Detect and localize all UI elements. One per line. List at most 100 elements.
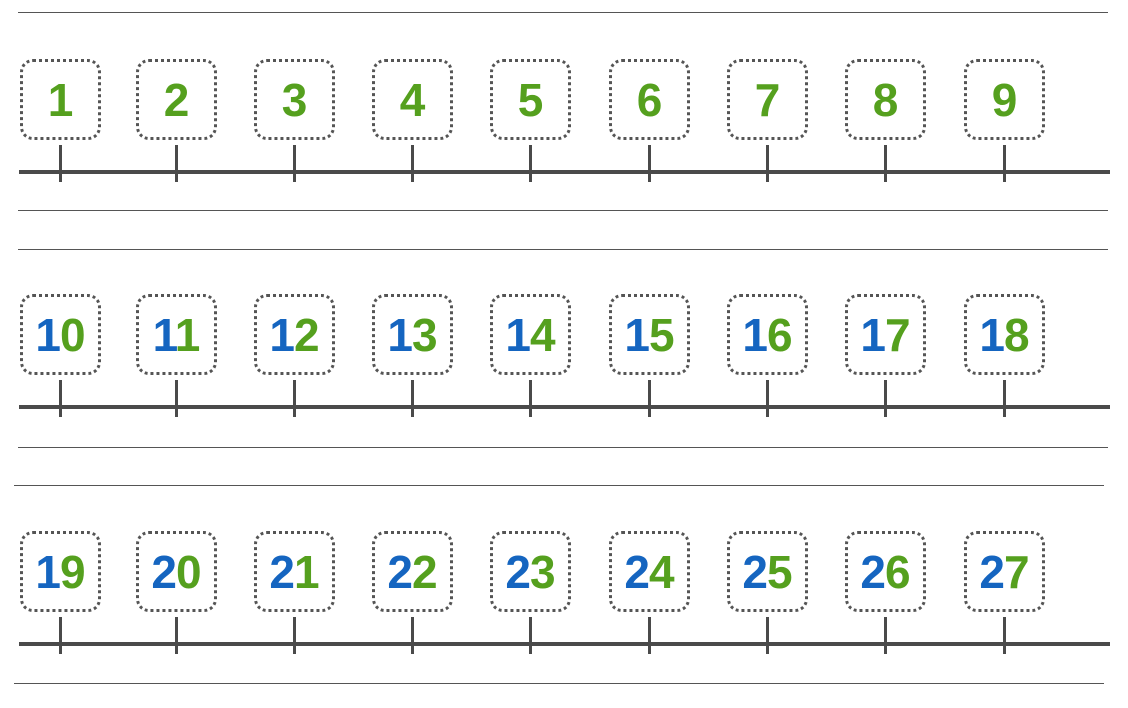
number-label: 20: [151, 545, 202, 598]
ones-digit: 3: [530, 545, 556, 598]
tens-digit: 1: [860, 308, 886, 361]
ones-digit: 0: [176, 545, 202, 598]
number-label: 18: [979, 308, 1030, 361]
ones-digit: 7: [885, 308, 911, 361]
number-line-tick: [1003, 145, 1006, 182]
number-label: 11: [153, 308, 201, 361]
number-card: 2: [135, 59, 217, 140]
number-line: [19, 170, 1110, 174]
ones-digit: 8: [872, 73, 899, 126]
ones-digit: 0: [60, 308, 86, 361]
ones-digit: 7: [1004, 545, 1030, 598]
ones-digit: 2: [294, 308, 320, 361]
number-line-tick: [59, 145, 62, 182]
guide-rule: [18, 447, 1108, 448]
number-line-tick: [766, 380, 769, 417]
number-label: 23: [505, 545, 556, 598]
number-label: 27: [979, 545, 1030, 598]
number-label: 15: [624, 308, 675, 361]
number-label: 21: [269, 545, 320, 598]
number-line-tick: [411, 380, 414, 417]
number-label: 10: [35, 308, 86, 361]
number-label: 24: [624, 545, 675, 598]
number-card: 4: [371, 59, 453, 140]
number-card: 1: [19, 59, 101, 140]
number-line-tick: [59, 380, 62, 417]
ones-digit: 3: [412, 308, 438, 361]
ones-digit: 2: [412, 545, 438, 598]
number-line-tick: [175, 380, 178, 417]
ones-digit: 5: [517, 73, 544, 126]
number-line-tick: [648, 617, 651, 654]
number-card: 20: [135, 531, 217, 612]
guide-rule: [18, 210, 1108, 211]
number-label: 25: [742, 545, 793, 598]
guide-rule: [14, 485, 1104, 486]
number-label: 8: [872, 73, 899, 126]
ones-digit: 9: [991, 73, 1018, 126]
number-label: 16: [742, 308, 792, 361]
number-label: 12: [269, 308, 320, 361]
number-label: 14: [505, 308, 555, 361]
ones-digit: 9: [60, 545, 86, 598]
number-label: 9: [991, 73, 1018, 126]
number-card: 9: [963, 59, 1045, 140]
number-card: 12: [253, 294, 335, 375]
ones-digit: 1: [294, 545, 320, 598]
ones-digit: 5: [767, 545, 793, 598]
ones-digit: 2: [163, 73, 190, 126]
number-line-tick: [175, 617, 178, 654]
number-card: 3: [253, 59, 335, 140]
number-line-row: 1 2 3 4 5 6 7 8 9: [0, 45, 1128, 185]
number-card: 26: [844, 531, 926, 612]
tens-digit: 2: [624, 545, 650, 598]
number-line-tick: [884, 145, 887, 182]
ones-digit: 6: [636, 73, 663, 126]
number-line-tick: [175, 145, 178, 182]
ones-digit: 5: [649, 308, 675, 361]
number-line-tick: [293, 145, 296, 182]
number-line-tick: [884, 617, 887, 654]
number-card: 23: [489, 531, 571, 612]
number-line-tick: [293, 380, 296, 417]
tens-digit: 1: [742, 308, 768, 361]
number-label: 5: [517, 73, 544, 126]
number-label: 4: [399, 73, 426, 126]
number-line-tick: [1003, 380, 1006, 417]
tens-digit: 2: [151, 545, 177, 598]
number-label: 19: [35, 545, 86, 598]
number-label: 3: [282, 77, 308, 123]
tens-digit: 1: [505, 308, 531, 361]
number-label: 17: [860, 308, 911, 361]
number-card: 11: [135, 294, 217, 375]
number-card: 16: [726, 294, 808, 375]
number-label: 22: [387, 545, 438, 598]
number-card: 14: [489, 294, 571, 375]
number-card: 22: [371, 531, 453, 612]
tens-digit: 1: [269, 308, 295, 361]
number-line-tick: [766, 145, 769, 182]
number-line-tick: [648, 380, 651, 417]
number-line-tick: [884, 380, 887, 417]
number-card: 24: [608, 531, 690, 612]
ones-digit: 4: [399, 73, 426, 126]
tens-digit: 1: [624, 308, 650, 361]
ones-digit: 6: [885, 545, 911, 598]
tens-digit: 2: [979, 545, 1005, 598]
ones-digit: 8: [1004, 308, 1030, 361]
number-card: 7: [726, 59, 808, 140]
number-card: 17: [844, 294, 926, 375]
number-card: 18: [963, 294, 1045, 375]
number-line-tick: [59, 617, 62, 654]
number-label: 26: [860, 545, 911, 598]
tens-digit: 2: [387, 545, 413, 598]
ones-digit: 4: [649, 545, 675, 598]
ones-digit: 1: [174, 308, 201, 361]
tens-digit: 2: [505, 545, 531, 598]
guide-rule: [18, 12, 1108, 13]
number-line-tick: [1003, 617, 1006, 654]
number-line-tick: [529, 617, 532, 654]
number-card: 6: [608, 59, 690, 140]
